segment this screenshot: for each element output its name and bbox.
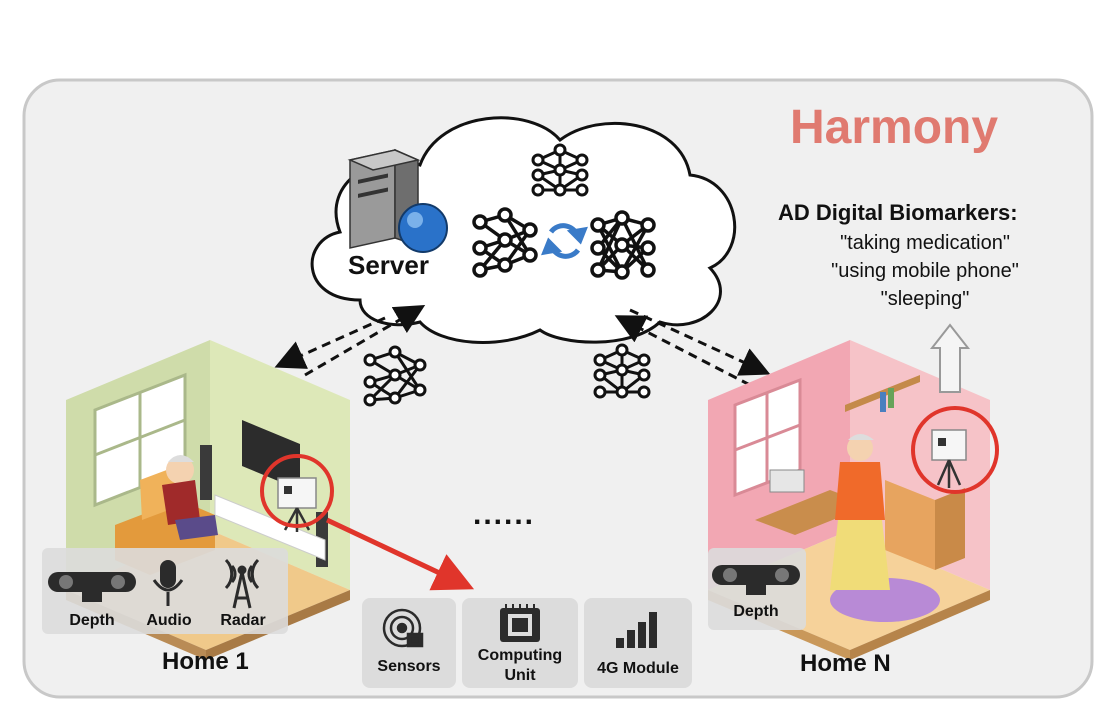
module-label-sensors: Sensors — [377, 658, 441, 675]
home1-device-highlight — [260, 454, 334, 528]
module-label-computing: Computing Unit — [477, 647, 563, 684]
biomarker-item: "using mobile phone" — [831, 260, 1019, 282]
sensor-label-depth-homeN: Depth — [733, 603, 779, 620]
neural-net-icon-home1-link — [363, 345, 427, 407]
biomarkers-heading: AD Digital Biomarkers: — [778, 200, 1018, 225]
module-box-computing — [462, 598, 578, 688]
signal-bars-icon — [616, 612, 657, 648]
device-detail-arrow — [325, 517, 475, 591]
neural-net-icon-left — [472, 207, 538, 278]
chip-icon — [500, 604, 540, 642]
homeN-room — [708, 340, 999, 660]
sensor-icon — [382, 608, 424, 648]
sync-icon — [541, 223, 588, 259]
biomarker-item: "sleeping" — [880, 288, 970, 310]
depth-camera-icon — [48, 572, 136, 602]
server-icon — [347, 148, 448, 253]
neural-net-icon-homeN-link — [593, 343, 651, 399]
neural-net-icon-right — [590, 210, 656, 280]
homeN-label: Home N — [800, 650, 891, 677]
link-homeN-cloud — [614, 308, 771, 387]
ellipsis: ...... — [473, 498, 536, 531]
sensor-label-depth: Depth — [69, 612, 115, 629]
depth-camera-icon — [712, 565, 800, 595]
neural-net-icon-top — [531, 143, 589, 197]
home1-label: Home 1 — [162, 648, 249, 675]
sensor-label-audio: Audio — [146, 612, 192, 629]
link-home1-cloud — [274, 304, 426, 377]
upward-arrow — [929, 323, 971, 393]
homeN-device-highlight — [911, 406, 999, 494]
microphone-icon — [152, 560, 184, 606]
radar-antenna-icon — [224, 558, 260, 609]
module-label-4g: 4G Module — [597, 660, 679, 677]
diagram-title: Harmony — [790, 101, 999, 154]
sensor-label-radar: Radar — [220, 612, 266, 629]
server-label: Server — [348, 250, 429, 280]
biomarker-item: "taking medication" — [840, 232, 1010, 254]
